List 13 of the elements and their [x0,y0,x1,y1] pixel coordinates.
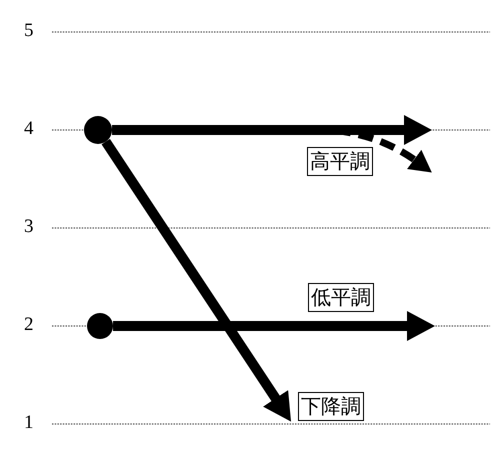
tick-label: 3 [24,216,34,238]
edge-label: 下降調 [298,392,364,421]
dot-icon [87,313,113,339]
arrow [112,115,432,145]
arrow [102,138,292,422]
dot-icon [84,116,112,144]
edge-label: 低平調 [308,283,374,312]
arrow [113,311,435,341]
tick-label: 5 [24,20,34,42]
tick-label: 2 [24,314,34,336]
edge-label: 高平調 [307,147,373,176]
tick-label: 4 [24,118,34,140]
tick-label: 1 [24,412,34,434]
